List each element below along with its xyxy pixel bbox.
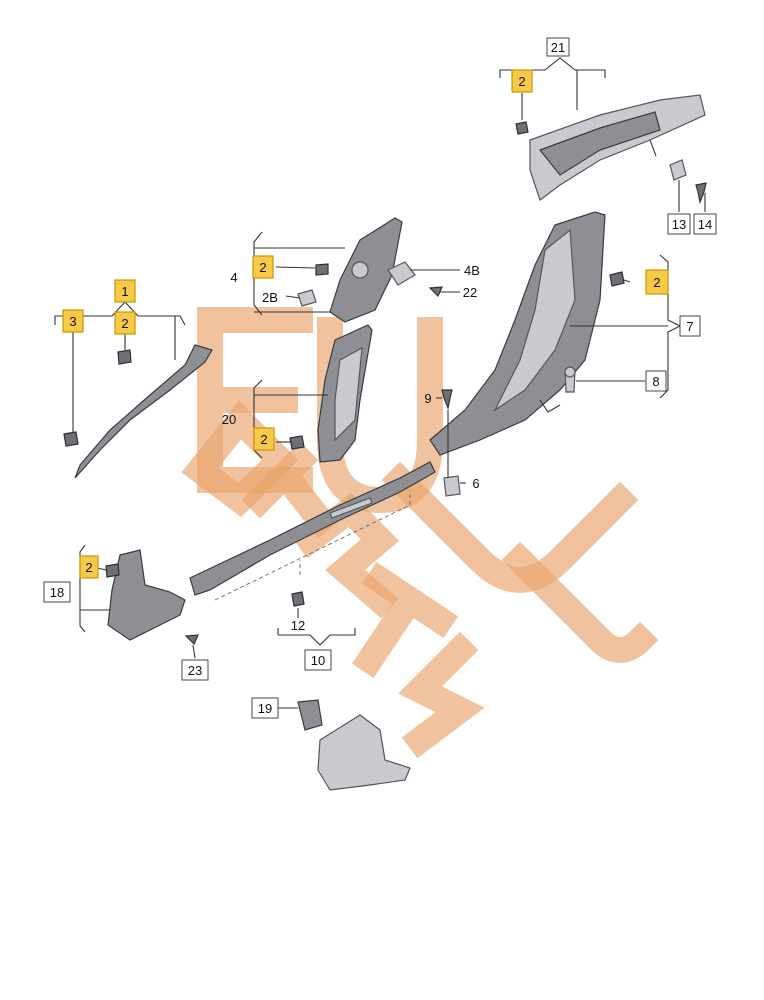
part-4-b-pillar-upper: [329, 217, 403, 323]
clip-21: [515, 121, 529, 135]
callout-2-top: 2: [518, 74, 525, 89]
callout-2-b-pillar: 2: [259, 260, 266, 275]
lower-trim-panel: [317, 714, 411, 791]
callout-box-3: [62, 309, 84, 333]
callout-20: 20: [222, 412, 236, 427]
callout-box-2-top: [511, 69, 533, 93]
callout-box-21: [546, 37, 570, 57]
callout-box-2-b-pillar: [252, 255, 274, 279]
callout-box-10: [304, 649, 332, 671]
callout-box-2-lower-b: [253, 427, 275, 451]
callout-box-2-a-pillar: [114, 311, 136, 335]
leader-lines: [54, 57, 706, 709]
callout-2b: 2B: [262, 290, 278, 305]
clip-20: [289, 435, 305, 450]
watermark-arc-2: [501, 541, 659, 663]
callout-12: 12: [291, 618, 305, 633]
part-7-c-pillar-trim: [429, 211, 606, 456]
part-4b-belt-guide: [387, 261, 416, 286]
callout-2-right: 2: [653, 275, 660, 290]
watermark-letter-s: [398, 631, 485, 759]
callout-6: 6: [472, 476, 479, 491]
part-9-screw: [441, 389, 453, 411]
callout-box-1: [114, 279, 136, 303]
part-6-grommet: [443, 475, 461, 497]
callout-3: 3: [69, 314, 76, 329]
clip-7: [609, 271, 625, 287]
callout-21: 21: [551, 40, 565, 55]
part-10-sill-trim: [189, 461, 436, 601]
part-23-screw: [184, 634, 199, 646]
callout-4b: 4B: [464, 263, 480, 278]
callout-10: 10: [311, 653, 325, 668]
callout-box-2-right: [645, 269, 669, 295]
part-8-fastener: [564, 366, 576, 393]
watermark-letter-a: [241, 441, 339, 539]
callout-box-19: [251, 697, 279, 719]
callout-4: 4: [230, 270, 237, 285]
callout-14: 14: [698, 217, 712, 232]
callout-13: 13: [672, 217, 686, 232]
callout-7: 7: [686, 319, 693, 334]
callout-2-a-pillar: 2: [121, 316, 128, 331]
part-13-spacer: [669, 159, 687, 181]
callout-1: 1: [121, 284, 128, 299]
callout-2-lower-b: 2: [260, 432, 267, 447]
part-2b-clip: [297, 289, 317, 307]
part-12-clip: [291, 591, 305, 607]
callout-labels: 21 2 13 14 1 2 3 4 2 2B 4B 22 20 2 2 7 8…: [43, 37, 717, 719]
part-1-a-pillar-trim: [74, 344, 213, 479]
callout-8: 8: [652, 374, 659, 389]
clip-4: [315, 263, 329, 276]
callout-box-8: [645, 370, 667, 392]
clip-1: [117, 349, 132, 365]
callout-box-2-kick: [79, 555, 99, 579]
part-18-kick-panel: [107, 549, 186, 641]
callout-2-kick: 2: [85, 560, 92, 575]
part-19-clip: [297, 699, 323, 731]
callout-9: 9: [424, 391, 431, 406]
callout-22: 22: [463, 285, 477, 300]
callout-23: 23: [188, 663, 202, 678]
callout-box-13: [667, 213, 691, 235]
watermark-letter-p: [181, 400, 299, 518]
callout-19: 19: [258, 701, 272, 716]
part-20-b-pillar-lower: [317, 324, 373, 463]
callout-box-14: [693, 213, 717, 235]
callout-box-23: [181, 659, 209, 681]
part-21-upper-trim: [529, 94, 706, 201]
callout-18: 18: [50, 585, 64, 600]
part-14-screw: [695, 182, 707, 205]
clip-18: [105, 563, 120, 578]
part-3-clip: [63, 431, 79, 447]
callout-box-7: [679, 315, 701, 337]
watermark-arc-1: [381, 461, 639, 593]
watermark-letter-t: [351, 561, 459, 679]
callout-box-18: [43, 581, 71, 603]
